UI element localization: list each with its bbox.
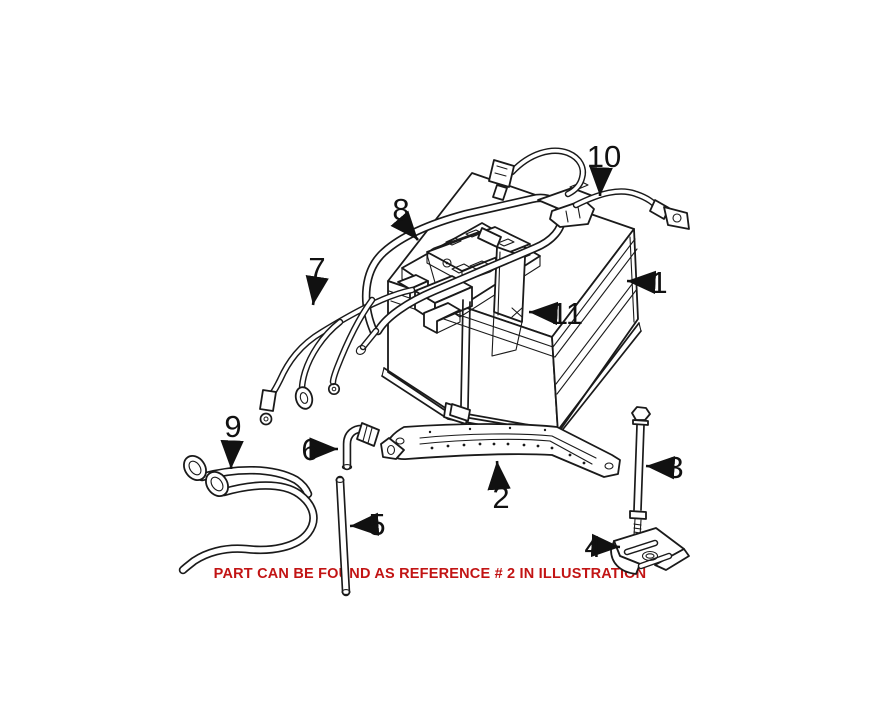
callout-3-number: 3 — [666, 450, 683, 485]
callout-8: 8 — [390, 192, 419, 241]
callout-11-number: 11 — [551, 296, 583, 331]
strap-rivet-dots — [428, 426, 586, 465]
hold-down-bolt-drawing — [629, 406, 651, 537]
callout-2-number: 2 — [492, 480, 509, 515]
callout-9: 9 — [220, 409, 244, 470]
callout-7-number: 7 — [308, 251, 325, 286]
connector-wire-drawing — [488, 147, 587, 201]
cable-harness-drawing — [259, 286, 416, 426]
callout-2: 2 — [487, 460, 511, 515]
callout-4: 4 — [584, 529, 621, 564]
vent-hose-drawing — [178, 455, 318, 575]
callout-1-number: 1 — [650, 265, 667, 300]
callout-4-number: 4 — [584, 529, 601, 564]
callout-8-number: 8 — [392, 192, 409, 227]
callout-3: 3 — [645, 450, 684, 485]
ground-cable-drawing — [572, 188, 690, 230]
callout-6-number: 6 — [301, 432, 318, 467]
callout-5-number: 5 — [368, 507, 385, 542]
callouts: 1 2 3 4 5 6 7 8 — [220, 139, 684, 564]
callout-9-number: 9 — [224, 409, 241, 444]
callout-1: 1 — [626, 265, 668, 300]
hold-down-strap-drawing — [380, 423, 621, 478]
callout-7: 7 — [305, 251, 329, 306]
callout-11: 11 — [528, 296, 583, 331]
vent-elbow-drawing — [341, 422, 380, 471]
callout-5: 5 — [349, 507, 386, 542]
hold-down-bracket-drawing — [610, 527, 690, 575]
callout-10: 10 — [587, 139, 621, 197]
reference-caption: PART CAN BE FOUND AS REFERENCE # 2 IN IL… — [214, 566, 647, 582]
callout-10-number: 10 — [587, 139, 621, 174]
callout-6: 6 — [301, 432, 338, 467]
vent-tube-drawing — [335, 475, 351, 597]
